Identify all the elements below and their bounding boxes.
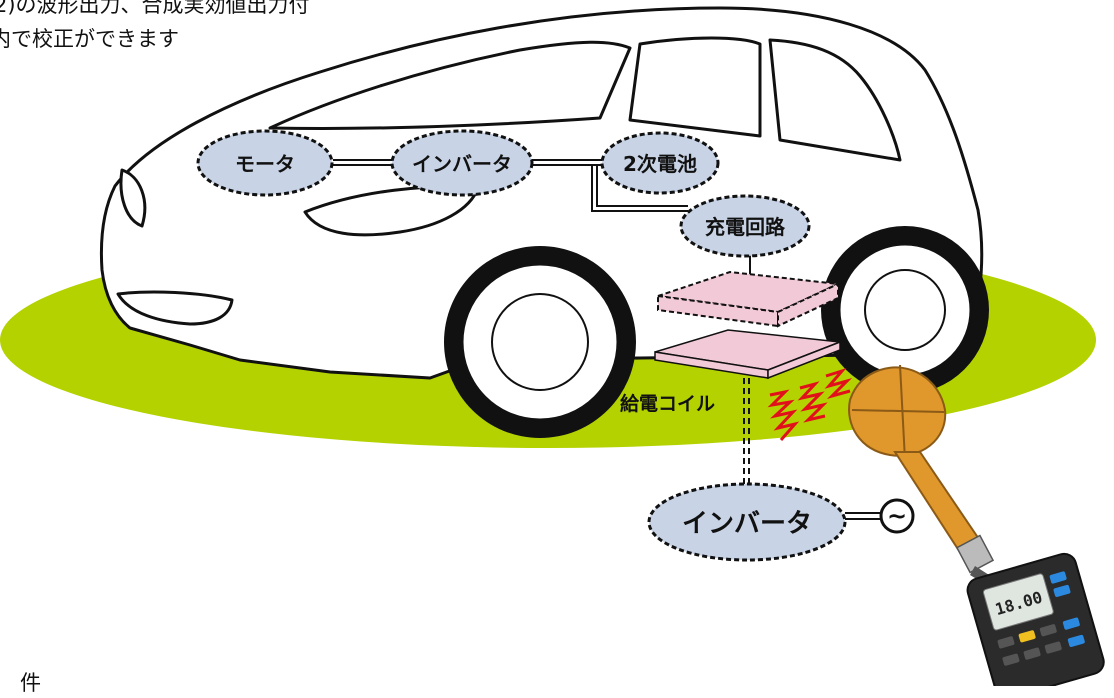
feed-coil — [654, 329, 841, 380]
charging-circuit-node: 充電回路 — [679, 194, 811, 258]
motor-node: モータ — [196, 129, 334, 197]
field-meter: 18.00 — [966, 552, 1105, 686]
feed-coil-label: 給電コイル — [620, 392, 715, 415]
vehicle-wiring — [333, 159, 751, 278]
inverter-label-ground: インバータ — [682, 509, 812, 539]
inverter-label-vehicle: インバータ — [412, 152, 512, 176]
inverter-node-vehicle: インバータ — [390, 129, 534, 197]
motor-label: モータ — [235, 152, 295, 176]
receiving-coil — [657, 270, 842, 328]
magnetic-field-waves — [767, 367, 853, 441]
ground-wiring — [743, 378, 750, 488]
battery-node: 2次電池 — [600, 131, 720, 195]
caption-line-1: 2)の波形出力、合成実効値出力付 — [0, 0, 310, 17]
caption-line-2: 内で校正ができます — [0, 27, 179, 51]
ac-source: ~ — [845, 498, 915, 534]
battery-label: 2次電池 — [623, 152, 697, 176]
rear-wheel — [821, 226, 989, 394]
inverter-node-ground: インバータ — [647, 482, 847, 562]
field-probe — [848, 364, 1000, 590]
charging-circuit-label: 充電回路 — [705, 215, 786, 239]
ac-source-icon: ~ — [887, 502, 907, 530]
front-wheel — [444, 246, 636, 438]
